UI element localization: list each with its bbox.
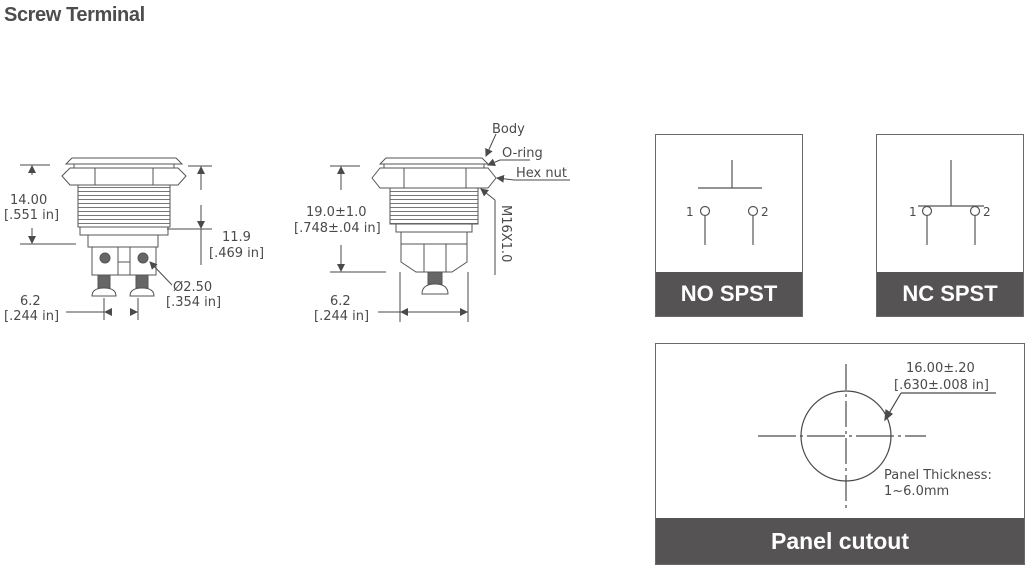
cutout-diameter: 16.00±.20 [906,361,975,376]
panel-cutout-label: Panel cutout [656,518,1024,564]
height-dim-1: 14.00 [10,193,47,208]
panel-cutout: 16.00±.20 [.630±.008 in] Panel Thickness… [655,343,1025,565]
panel-cutout-drawing: 16.00±.20 [.630±.008 in] Panel Thickness… [758,361,996,509]
nc-spst-symbol: 1 2 [909,160,991,245]
no-spst-label: NO SPST [656,272,802,316]
dimensions-view-2 [330,133,570,322]
pin-1: 1 [909,205,917,219]
callout-hexnut: Hex nut [516,166,567,181]
pin-2: 2 [761,205,769,219]
side-view-drawings: 14.00 [.551 in] 11.9 [.469 in] Ø2.50 [.3… [4,122,570,324]
panel-thickness-label: Panel Thickness: [884,468,992,483]
switch-side-view-2 [371,157,497,295]
schematic-no-spst: 1 2 NO SPST [655,134,803,317]
screw-dia-in: [.354 in] [166,295,221,310]
callout-oring: O-ring [502,146,543,161]
nc-spst-label: NC SPST [877,272,1023,316]
height-dim-in-1: [.551 in] [4,208,59,223]
width-dim-2: 6.2 [330,294,351,309]
callout-body: Body [492,122,525,137]
no-spst-symbol: 1 2 [686,160,769,245]
body-dim-in: [.469 in] [209,246,264,261]
body-dim: 11.9 [222,230,251,245]
screw-dia: Ø2.50 [173,280,212,295]
cutout-diameter-in: [.630±.008 in] [894,378,989,393]
pin-2: 2 [983,205,991,219]
pitch-dim: 6.2 [20,294,41,309]
schematic-nc-spst: 1 2 NC SPST [876,134,1024,317]
pin-1: 1 [686,205,694,219]
height-dim-2: 19.0±1.0 [306,205,367,220]
dimensions-view-1 [20,164,212,320]
page-title: Screw Terminal [4,4,145,26]
width-dim-in-2: [.244 in] [314,309,369,324]
height-dim-in-2: [.748±.04 in] [294,221,381,236]
thread-spec: M16X1.0 [498,205,513,262]
pitch-dim-in: [.244 in] [4,309,59,324]
switch-side-view-1 [61,157,187,297]
panel-thickness-value: 1~6.0mm [884,484,949,499]
